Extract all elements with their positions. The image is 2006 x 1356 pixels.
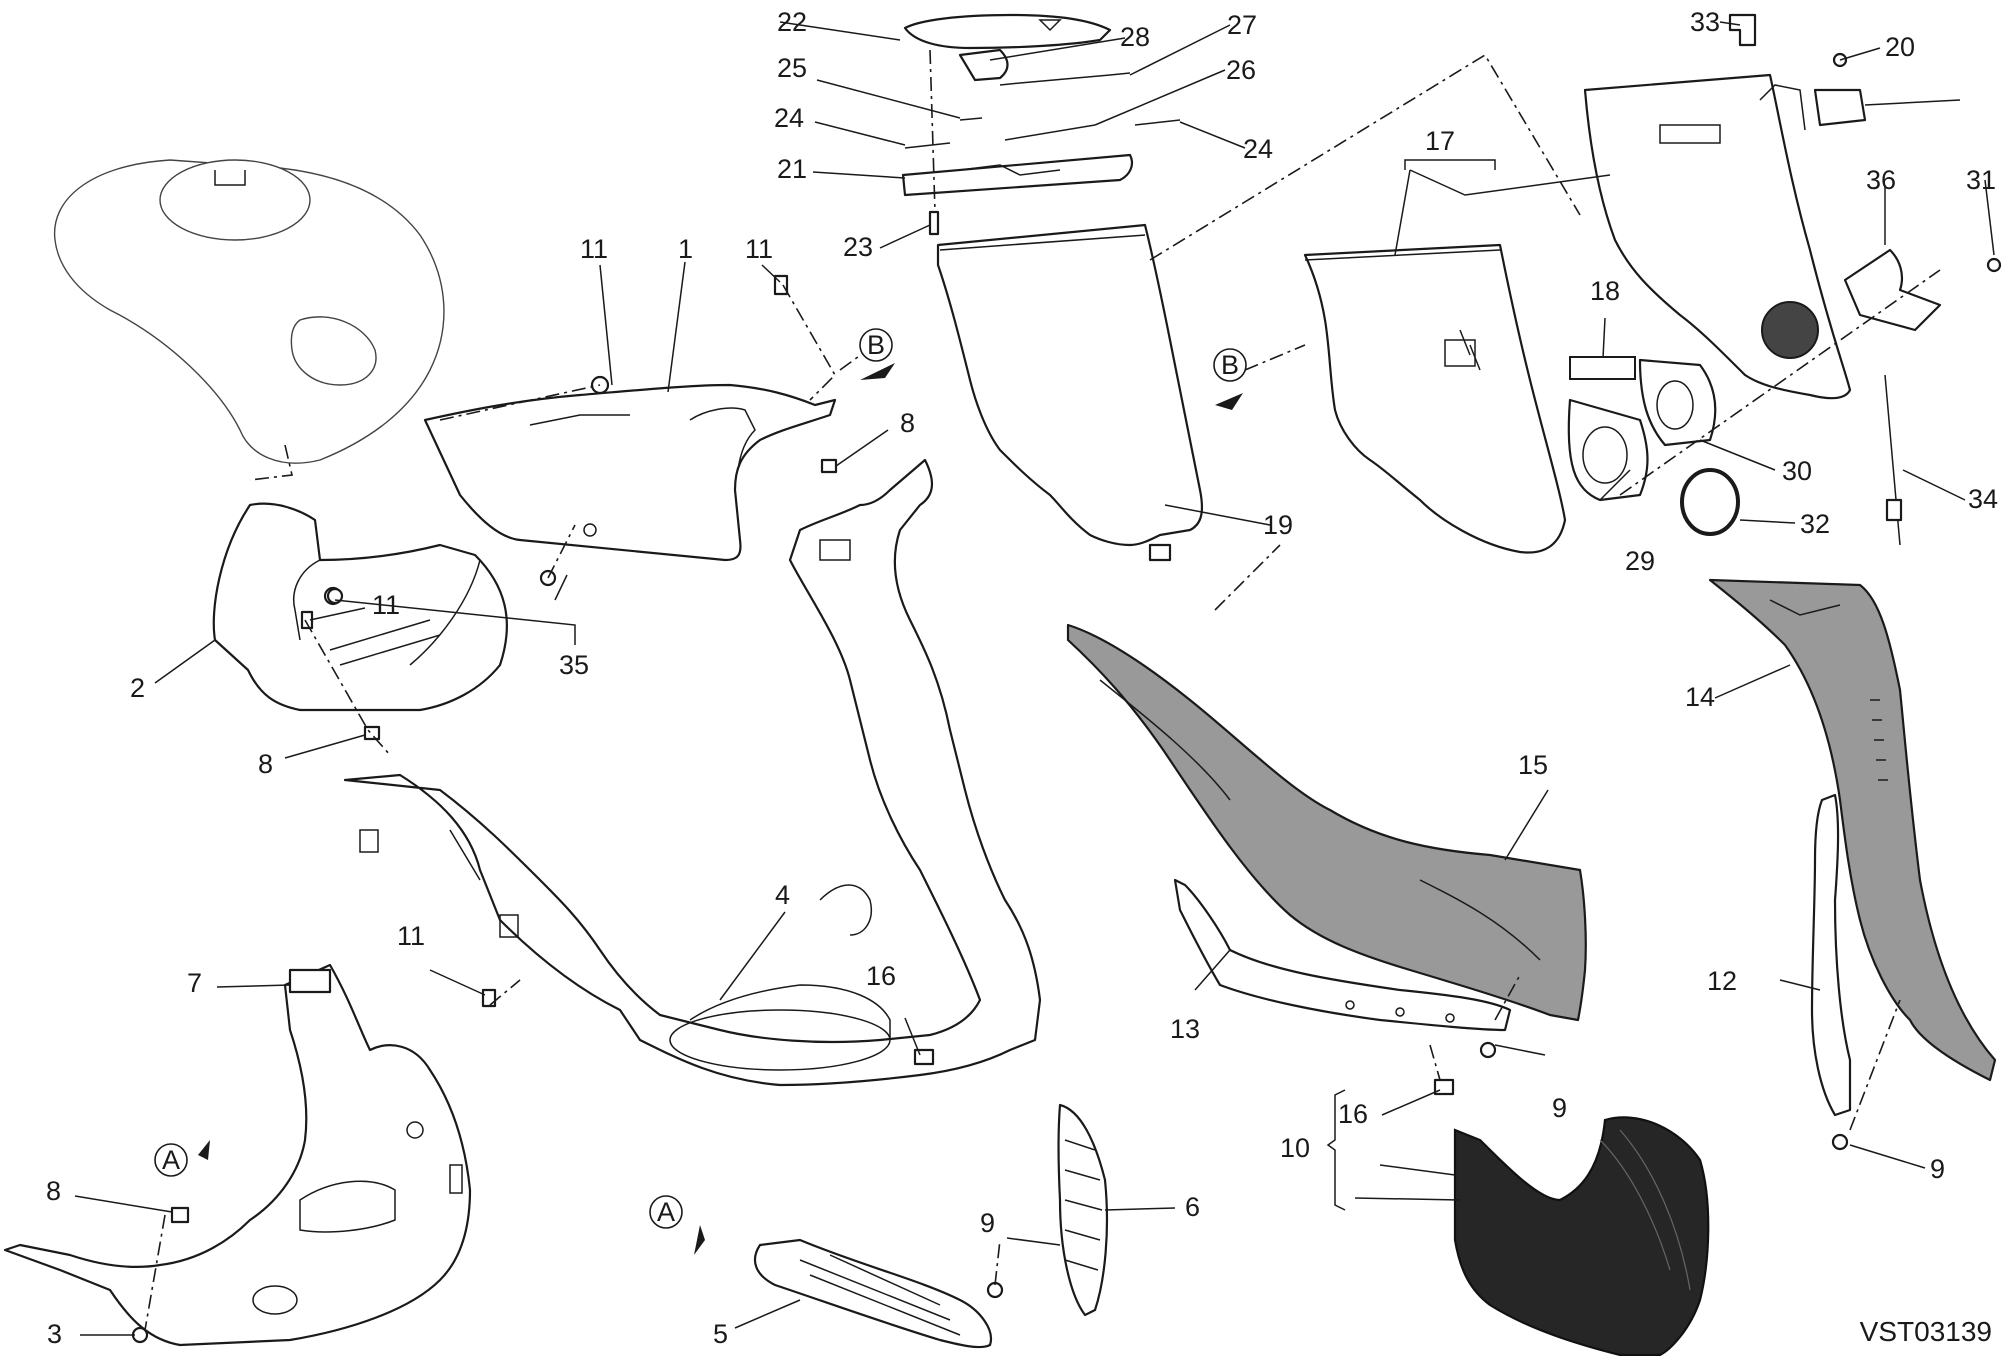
part-18-foam-strip bbox=[1569, 356, 1636, 380]
part-29-duct-seal bbox=[1567, 398, 1649, 502]
callout-25: 25 bbox=[777, 53, 807, 83]
callout-11: 11 bbox=[397, 921, 425, 951]
callout-9: 9 bbox=[1552, 1093, 1567, 1123]
part-27-spring bbox=[999, 72, 1131, 86]
assembly-guide-lines bbox=[144, 49, 1941, 1331]
callout-21: 21 bbox=[777, 154, 807, 184]
marker-a-label: A bbox=[657, 1197, 675, 1227]
callout-33: 33 bbox=[1690, 7, 1720, 37]
part-7-belly-pan bbox=[3, 963, 472, 1347]
callout-23: 23 bbox=[843, 232, 873, 262]
part-12-side-strip bbox=[1810, 793, 1852, 1117]
part-17-inner-duct bbox=[1303, 243, 1567, 554]
fuel-tank-outline bbox=[53, 159, 445, 464]
callout-18: 18 bbox=[1590, 276, 1620, 306]
part-28-clip bbox=[958, 48, 1009, 82]
marker-a-bottom: A bbox=[649, 1195, 683, 1229]
callout-9: 9 bbox=[980, 1208, 995, 1238]
callout-28: 28 bbox=[1120, 22, 1150, 52]
part-36-bracket bbox=[1843, 248, 1942, 332]
callout-5: 5 bbox=[713, 1319, 728, 1349]
callout-30: 30 bbox=[1782, 456, 1812, 486]
part-13-bracket-strip bbox=[1173, 878, 1512, 1032]
marker-b-top: B bbox=[859, 328, 893, 362]
part-4-lower-front-fairing bbox=[343, 458, 1042, 1087]
callout-8: 8 bbox=[900, 408, 915, 438]
part-25-spring bbox=[959, 117, 983, 121]
part-32-o-ring bbox=[1680, 468, 1740, 536]
callout-20: 20 bbox=[1885, 32, 1915, 62]
marker-b-label: B bbox=[1221, 350, 1239, 380]
callout-7: 7 bbox=[187, 968, 202, 998]
part-30-duct-flange bbox=[1638, 358, 1717, 447]
callout-32: 32 bbox=[1800, 509, 1830, 539]
callout-6: 6 bbox=[1185, 1192, 1200, 1222]
callout-11: 11 bbox=[745, 234, 773, 264]
callout-22: 22 bbox=[777, 7, 807, 37]
callout-numbers: 22 28 27 25 26 24 24 21 23 19 11 1 11 8 … bbox=[46, 7, 1998, 1349]
part-19-inner-panel bbox=[936, 223, 1204, 562]
marker-a-left: A bbox=[154, 1143, 188, 1177]
callout-27: 27 bbox=[1227, 10, 1257, 40]
part-17-upper-housing bbox=[1583, 73, 1852, 400]
diagram-code: VST03139 bbox=[1859, 1316, 1992, 1347]
callout-2: 2 bbox=[130, 673, 145, 703]
callout-16: 16 bbox=[866, 961, 896, 991]
callout-11: 11 bbox=[580, 234, 608, 264]
part-1-upper-side-cover bbox=[423, 383, 837, 562]
marker-a-label: A bbox=[162, 1145, 180, 1175]
leader-lines bbox=[74, 21, 1995, 1336]
part-21-mounting-bar bbox=[901, 153, 1134, 197]
callout-15: 15 bbox=[1518, 750, 1548, 780]
part-5-grille bbox=[753, 1238, 993, 1349]
callout-24: 24 bbox=[774, 103, 804, 133]
callout-8: 8 bbox=[258, 749, 273, 779]
callout-26: 26 bbox=[1226, 55, 1256, 85]
callout-8: 8 bbox=[46, 1176, 61, 1206]
callout-19: 19 bbox=[1263, 510, 1293, 540]
callout-31: 31 bbox=[1966, 165, 1996, 195]
part-34-cable-tie bbox=[1884, 374, 1903, 546]
part-10-dark-nose-cone bbox=[1453, 1116, 1710, 1356]
callout-11: 11 bbox=[372, 590, 400, 620]
callout-1: 1 bbox=[678, 234, 693, 264]
part-23-screw bbox=[928, 210, 940, 236]
part-33-clip bbox=[1728, 13, 1757, 47]
marker-b-label: B bbox=[867, 330, 885, 360]
part-26-spring bbox=[1004, 124, 1096, 141]
callout-12: 12 bbox=[1707, 966, 1737, 996]
callout-17: 17 bbox=[1425, 126, 1455, 156]
callout-10: 10 bbox=[1280, 1133, 1310, 1163]
part-14-grey-right-panel bbox=[1708, 578, 1997, 1082]
marker-b-right: B bbox=[1213, 348, 1247, 382]
callout-4: 4 bbox=[775, 880, 790, 910]
part-15-grey-side-panel bbox=[1066, 623, 1587, 1022]
part-22-top-cover bbox=[903, 13, 1112, 50]
callout-34: 34 bbox=[1968, 484, 1998, 514]
part-20-hose-fitting bbox=[1813, 88, 1961, 127]
callout-14: 14 bbox=[1685, 682, 1715, 712]
group-braces bbox=[1326, 159, 1496, 1211]
direction-arrows bbox=[198, 363, 1243, 1255]
callout-24: 24 bbox=[1243, 134, 1273, 164]
callout-29: 29 bbox=[1625, 546, 1655, 576]
fasteners bbox=[131, 52, 2002, 1344]
callout-16: 16 bbox=[1338, 1099, 1368, 1129]
callout-9: 9 bbox=[1930, 1154, 1945, 1184]
part-24-pins bbox=[904, 119, 1181, 149]
callout-35: 35 bbox=[559, 650, 589, 680]
callout-36: 36 bbox=[1866, 165, 1896, 195]
callout-13: 13 bbox=[1170, 1014, 1200, 1044]
part-2-side-fairing bbox=[212, 502, 508, 712]
part-6-shield-plate bbox=[1057, 1103, 1109, 1317]
callout-3: 3 bbox=[47, 1319, 62, 1349]
